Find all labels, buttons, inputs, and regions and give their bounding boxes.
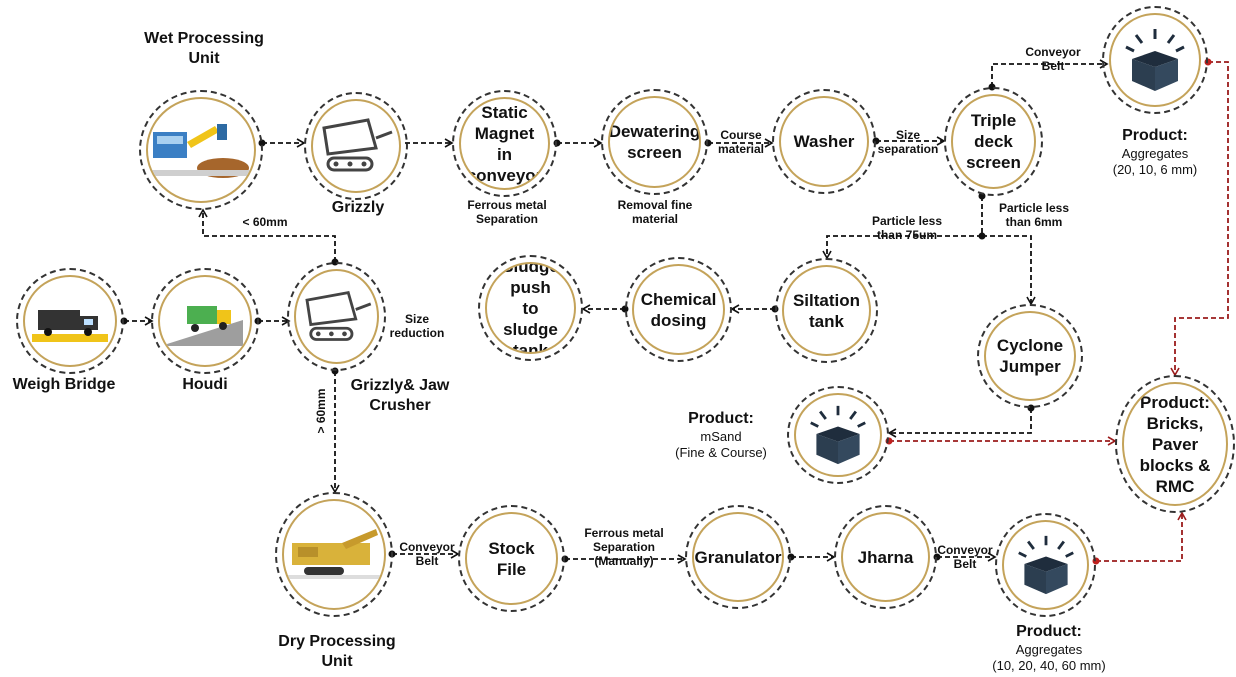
jaw-crusher-node[interactable] xyxy=(287,262,386,371)
washer-label: Washer xyxy=(793,132,855,151)
course-material-label: Course material xyxy=(717,128,765,156)
ferrous-manual-label: Ferrous metal Separation (Manually) xyxy=(584,526,664,568)
sludge-tank-node[interactable]: Sludge push to sludge tank xyxy=(478,255,583,361)
size-reduction-label: Size reduction xyxy=(389,312,445,340)
ferrous-separation-label: Ferrous metal Separation xyxy=(467,198,547,226)
weigh-bridge-node[interactable] xyxy=(16,268,124,374)
houdi-node[interactable] xyxy=(151,268,259,374)
conveyor-belt-dry1-label: Conveyor Belt xyxy=(399,540,455,568)
dewatering-screen-node[interactable]: Dewatering screen xyxy=(601,89,708,195)
houdi-label: Houdi xyxy=(182,376,228,393)
wet-plant-icon xyxy=(151,124,251,178)
static-magnet-label: Static Magnet in conveyor xyxy=(466,102,543,185)
dumper-icon xyxy=(167,306,243,346)
grizzly-node[interactable] xyxy=(304,92,408,200)
jaw-crusher-label: Grizzly& Jaw Crusher xyxy=(350,377,450,414)
bricks-paver-rmc-label: Product: Bricks, Paver blocks & RMC xyxy=(1139,392,1211,496)
cyclone-jumper-label: Cyclone Jumper xyxy=(996,336,1064,376)
wet-processing-unit-node[interactable] xyxy=(139,90,263,210)
granulator-label: Granulator xyxy=(694,547,782,567)
truck-icon xyxy=(32,310,108,342)
stock-file-label: Stock File xyxy=(488,538,535,579)
gt60mm-label: > 60mm xyxy=(314,388,328,434)
particle-75um-label: Particle less than 75um xyxy=(871,214,943,242)
wet-processing-unit-label: Wet Processing Unit xyxy=(144,30,264,67)
product-msand-title: Product: xyxy=(688,410,754,427)
product-msand-desc: mSand (Fine & Course) xyxy=(675,429,767,460)
product-box-icon xyxy=(1017,535,1074,595)
product-bottom-title: Product: xyxy=(1016,623,1082,640)
sludge-tank-label: Sludge push to sludge tank xyxy=(502,262,559,354)
bricks-paver-rmc-node[interactable]: Product: Bricks, Paver blocks & RMC xyxy=(1115,375,1235,513)
product-aggregates-top-node[interactable] xyxy=(1102,6,1208,114)
product-msand-node[interactable] xyxy=(787,386,889,484)
conveyor-belt-dry2-label: Conveyor Belt xyxy=(937,543,993,571)
product-aggregates-bottom-node[interactable] xyxy=(995,513,1096,617)
product-box-icon xyxy=(1125,29,1185,91)
conveyor-belt-top-label: Conveyor Belt xyxy=(1025,45,1081,73)
chemical-dosing-label: Chemical dosing xyxy=(640,289,717,330)
weigh-bridge-label: Weigh Bridge xyxy=(12,376,116,393)
particle-6mm-label: Particle less than 6mm xyxy=(998,201,1070,229)
chemical-dosing-node[interactable]: Chemical dosing xyxy=(625,257,732,362)
crusher-icon xyxy=(304,290,371,341)
crusher-icon xyxy=(322,118,393,172)
grizzly-label: Grizzly xyxy=(331,199,385,216)
dewatering-screen-label: Dewatering screen xyxy=(608,122,701,162)
product-bottom-desc: Aggregates (10, 20, 40, 60 mm) xyxy=(992,642,1106,673)
washer-node[interactable]: Washer xyxy=(772,89,876,194)
siltation-tank-label: Siltation tank xyxy=(792,290,861,331)
triple-deck-screen-label: Triple deck screen xyxy=(966,111,1021,172)
jharna-label: Jharna xyxy=(857,547,914,567)
dry-plant-icon xyxy=(288,528,380,579)
dry-processing-unit-label: Dry Processing Unit xyxy=(278,633,396,670)
removal-fine-label: Removal fine material xyxy=(617,198,693,226)
product-top-desc: Aggregates (20, 10, 6 mm) xyxy=(1112,146,1198,177)
product-top-title: Product: xyxy=(1122,127,1188,144)
triple-deck-screen-node[interactable]: Triple deck screen xyxy=(944,87,1043,196)
product-box-icon xyxy=(810,405,866,465)
stock-file-node[interactable]: Stock File xyxy=(458,505,565,612)
size-separation-label: Size separation xyxy=(877,128,939,156)
static-magnet-node[interactable]: Static Magnet in conveyor xyxy=(452,90,557,197)
siltation-tank-node[interactable]: Siltation tank xyxy=(775,258,878,363)
lt60mm-label: < 60mm xyxy=(242,215,288,229)
dry-processing-unit-node[interactable] xyxy=(275,492,393,617)
cyclone-jumper-node[interactable]: Cyclone Jumper xyxy=(977,304,1083,408)
granulator-node[interactable]: Granulator xyxy=(685,505,791,609)
jharna-node[interactable]: Jharna xyxy=(834,505,937,609)
